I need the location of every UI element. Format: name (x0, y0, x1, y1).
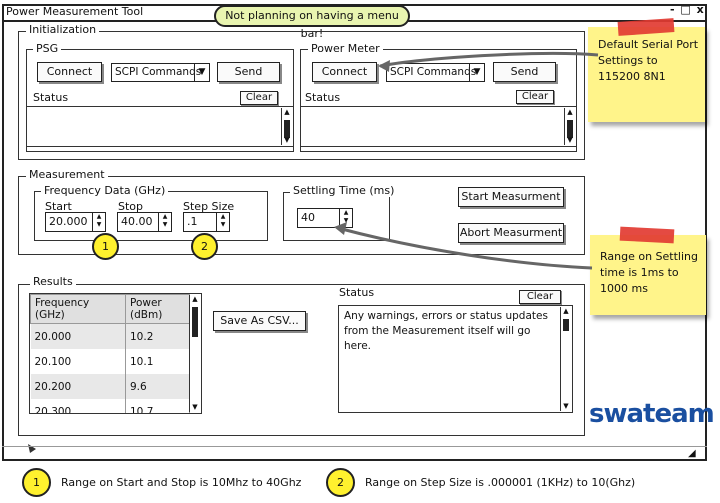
chevron-down-icon: ▼ (194, 64, 209, 81)
meter-status-label: Status (305, 91, 341, 104)
meter-scpi-select-value: SCPI Commands (390, 66, 477, 78)
settling-note-text: Range on Settling time is 1ms to 1000 ms (600, 250, 699, 295)
scroll-down-icon[interactable]: ▼ (563, 402, 569, 410)
start-stepper[interactable]: 20.000 ▲▼ (45, 212, 106, 232)
window-title: Power Measurement Tool (6, 5, 144, 18)
scroll-up-icon[interactable]: ▲ (563, 307, 569, 315)
initialization-group (18, 31, 585, 160)
results-status-scrollbar[interactable]: ▲ ▼ (560, 307, 571, 411)
stop-label: Stop (118, 200, 144, 213)
settling-range-note: Range on Settling time is 1ms to 1000 ms (590, 235, 706, 315)
scroll-up-icon[interactable]: ▲ (192, 295, 198, 303)
psg-status-label: Status (33, 91, 69, 104)
serial-settings-note: Default Serial Port Settings to 115200 8… (588, 27, 705, 122)
scroll-up-icon[interactable]: ▲ (284, 108, 290, 116)
column-frequency[interactable]: Frequency (GHz) (30, 294, 126, 324)
status-strip (2, 446, 707, 460)
psg-connect-button[interactable]: Connect (37, 62, 102, 82)
settling-value: 40 (301, 211, 315, 224)
legend-1-marker: 1 (22, 468, 51, 497)
stepper-arrows-icon[interactable]: ▲▼ (92, 213, 105, 231)
start-value: 20.000 (49, 215, 88, 228)
psg-status-scrollbar[interactable]: ▲ ▼ (281, 108, 292, 145)
results-label: Results (30, 275, 76, 288)
meter-status-scrollbar[interactable]: ▲ ▼ (564, 108, 575, 145)
chevron-down-icon: ▼ (469, 64, 484, 81)
psg-group (26, 49, 294, 152)
start-measurement-button[interactable]: Start Measurment (458, 187, 564, 207)
results-status-area[interactable]: Any warnings, errors or status updates f… (338, 305, 573, 413)
power-cell: 10.2 (125, 323, 190, 349)
settling-stepper[interactable]: 40 ▲▼ (297, 208, 353, 228)
meter-send-button[interactable]: Send (493, 62, 556, 82)
psg-scpi-select[interactable]: SCPI Commands ▼ (111, 63, 210, 82)
frequency-cell: 20.200 (30, 374, 126, 399)
step-size-value: .1 (187, 215, 198, 228)
results-group (18, 284, 585, 436)
save-csv-button[interactable]: Save As CSV... (213, 311, 306, 331)
measurement-group (18, 176, 585, 255)
psg-scpi-select-value: SCPI Commands (115, 66, 202, 78)
abort-measurement-button[interactable]: Abort Measurment (458, 223, 564, 243)
stop-value: 40.00 (121, 215, 153, 228)
scroll-thumb[interactable] (567, 120, 573, 138)
scroll-up-icon[interactable]: ▲ (567, 108, 573, 116)
meter-connect-button[interactable]: Connect (312, 62, 377, 82)
legend-2-marker: 2 (326, 468, 355, 497)
scroll-thumb[interactable] (563, 319, 569, 331)
stepper-arrows-icon[interactable]: ▲▼ (216, 213, 229, 231)
callout-2-marker: 2 (191, 233, 218, 260)
table-header-row: Frequency (GHz) Power (dBm) (30, 294, 190, 324)
menu-bar-note: Not planning on having a menu bar! (214, 5, 410, 40)
frequency-cell: 20.100 (30, 349, 126, 374)
serial-note-text: Default Serial Port Settings to 115200 8… (598, 38, 699, 83)
scroll-down-icon[interactable]: ▼ (284, 136, 290, 144)
results-scrollbar[interactable]: ▲ ▼ (189, 295, 200, 412)
frequency-label: Frequency Data (GHz) (41, 184, 169, 197)
frequency-cell: 20.000 (30, 323, 126, 349)
meter-clear-button[interactable]: Clear (516, 90, 554, 104)
stop-stepper[interactable]: 40.00 ▲▼ (117, 212, 172, 232)
measurement-label: Measurement (26, 168, 108, 181)
start-label: Start (45, 200, 72, 213)
frequency-cell: 20.300 (30, 399, 126, 413)
stepper-arrows-icon[interactable]: ▲▼ (158, 213, 171, 231)
psg-label: PSG (33, 42, 62, 55)
scroll-down-icon[interactable]: ▼ (192, 403, 198, 411)
callout-1-marker: 1 (92, 233, 119, 260)
settling-label: Settling Time (ms) (290, 184, 398, 197)
psg-clear-button[interactable]: Clear (240, 91, 278, 105)
meter-status-area[interactable]: ▲ ▼ (300, 106, 577, 147)
column-power[interactable]: Power (dBm) (125, 294, 190, 324)
results-status-text: Any warnings, errors or status updates f… (344, 310, 548, 352)
resize-grip-icon[interactable]: ◢ (688, 448, 696, 459)
legend-2-text: Range on Step Size is .000001 (1KHz) to … (365, 476, 636, 489)
initialization-label: Initialization (26, 23, 100, 36)
meter-scpi-select[interactable]: SCPI Commands ▼ (386, 63, 485, 82)
scroll-down-icon[interactable]: ▼ (567, 136, 573, 144)
window-controls[interactable]: - □ x (670, 3, 705, 16)
psg-send-button[interactable]: Send (217, 62, 280, 82)
step-size-label: Step Size (183, 200, 235, 213)
stepper-arrows-icon[interactable]: ▲▼ (339, 209, 352, 227)
legend-1-text: Range on Start and Stop is 10Mhz to 40Gh… (61, 476, 302, 489)
step-size-stepper[interactable]: .1 ▲▼ (183, 212, 230, 232)
scroll-thumb[interactable] (284, 120, 290, 138)
power-meter-label: Power Meter (308, 42, 383, 55)
swateam-logo: swateam (589, 399, 715, 429)
scroll-thumb[interactable] (192, 307, 198, 337)
results-status-label: Status (339, 286, 375, 299)
psg-status-area[interactable]: ▲ ▼ (26, 106, 294, 147)
results-clear-button[interactable]: Clear (519, 290, 561, 304)
power-cell: 9.6 (125, 374, 190, 399)
power-meter-group (300, 49, 577, 152)
